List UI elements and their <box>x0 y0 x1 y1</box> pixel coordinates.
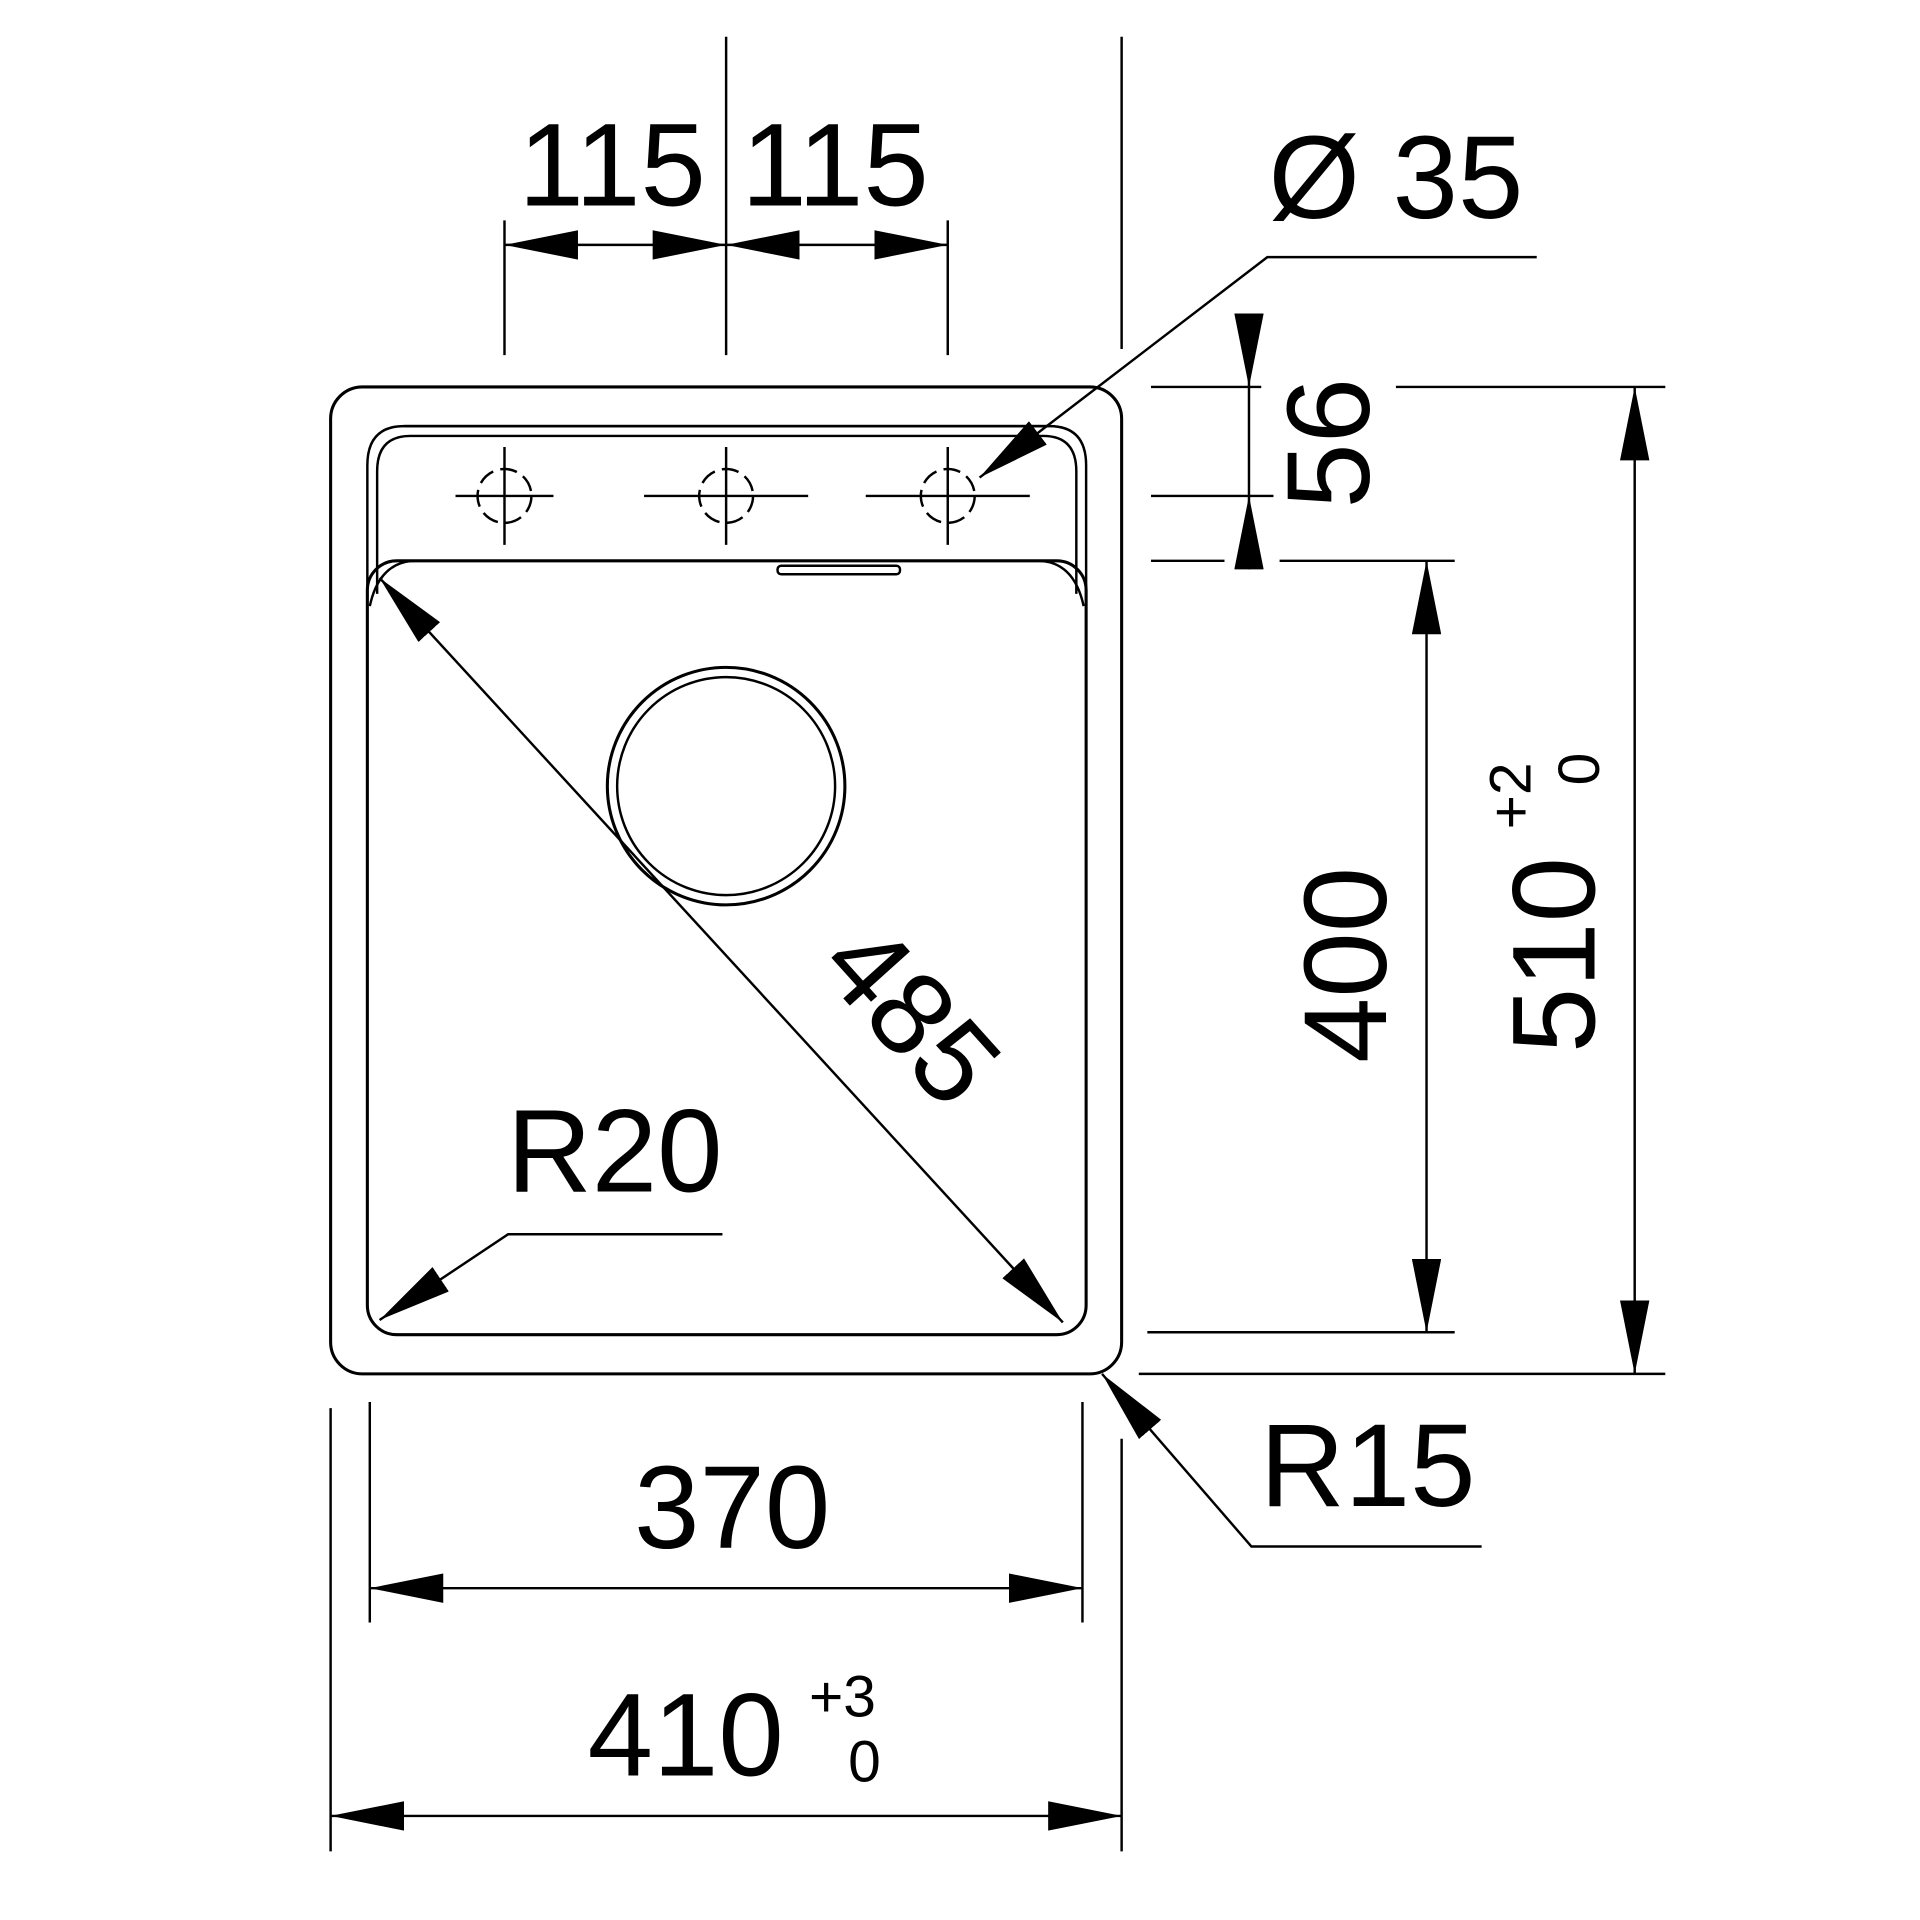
drain-outer <box>605 665 847 907</box>
dim-tap-hole-diameter: Ø 35 <box>1268 112 1523 243</box>
dim-ledge-depth: 56 <box>1263 378 1394 509</box>
dim-overall-length-tol-minus: 0 <box>1547 753 1612 786</box>
dim-diagonal: 485 <box>797 897 1026 1130</box>
bowl-outline <box>365 559 1088 1337</box>
overflow-slot <box>776 564 902 576</box>
tap-holes <box>455 446 1030 545</box>
dim-hole-spacing-left: 115 <box>519 100 706 231</box>
dim-inner-radius: R20 <box>507 1085 723 1216</box>
dim-overall-length: 510 <box>1488 857 1619 1053</box>
drain-inner <box>615 675 837 897</box>
dim-hole-spacing-right: 115 <box>741 100 928 231</box>
dim-bowl-width: 370 <box>634 1442 830 1573</box>
dim-overall-width-tol-minus: 0 <box>848 1730 881 1795</box>
dim-outer-radius: R15 <box>1260 1400 1476 1531</box>
dim-overall-length-tol-plus: +2 <box>1479 762 1544 829</box>
dim-bowl-length: 400 <box>1280 867 1411 1063</box>
sink-outer-outline <box>329 385 1124 1376</box>
dim-overall-width-tol-plus: +3 <box>809 1665 876 1730</box>
dim-overall-width: 410 <box>588 1670 784 1801</box>
